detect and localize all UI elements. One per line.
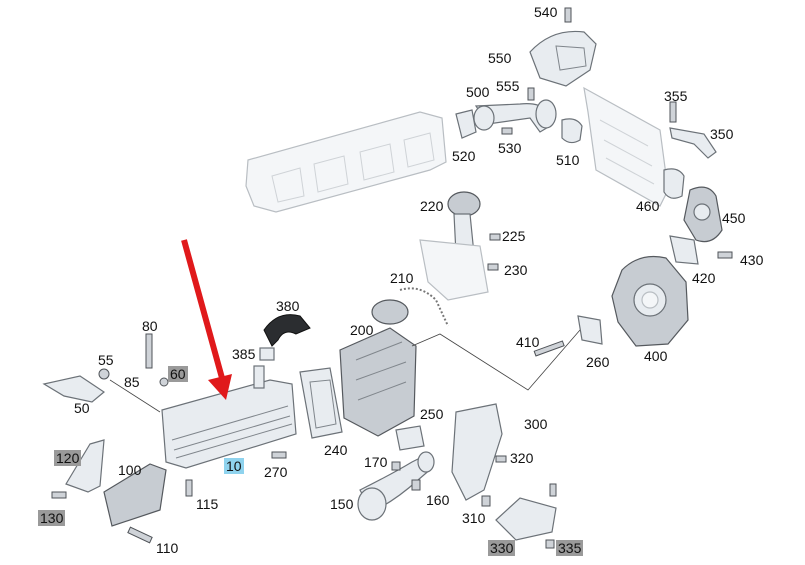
clamp-385 xyxy=(259,347,275,361)
callout-355: 355 xyxy=(664,88,688,104)
bolt-410 xyxy=(533,340,565,357)
callout-500: 500 xyxy=(466,84,490,100)
callout-160: 160 xyxy=(426,492,450,508)
gasket-420 xyxy=(669,235,699,265)
intake-manifold xyxy=(583,86,669,207)
callout-50: 50 xyxy=(74,400,90,416)
callout-555: 555 xyxy=(496,78,520,94)
bolt-230 xyxy=(487,263,499,271)
bolt-430 xyxy=(717,251,733,259)
callout-80: 80 xyxy=(142,318,158,334)
callout-55: 55 xyxy=(98,352,114,368)
bolt-270 xyxy=(271,451,287,459)
bracket-120 xyxy=(65,439,105,493)
callout-230: 230 xyxy=(504,262,528,278)
hose-380 xyxy=(263,314,311,347)
callout-380: 380 xyxy=(276,298,300,314)
callout-250: 250 xyxy=(420,406,444,422)
callout-510: 510 xyxy=(556,152,580,168)
callout-100: 100 xyxy=(118,462,142,478)
connection-line xyxy=(411,329,581,391)
callout-220: 220 xyxy=(420,198,444,214)
callout-320: 320 xyxy=(510,450,534,466)
callout-550: 550 xyxy=(488,50,512,66)
module-200 xyxy=(339,299,417,437)
bolt-225 xyxy=(489,233,501,241)
callout-120: 120 xyxy=(54,450,82,466)
bracket-300 xyxy=(451,403,503,501)
gasket-520 xyxy=(455,109,477,139)
callout-450: 450 xyxy=(722,210,746,226)
callout-110: 110 xyxy=(156,540,179,556)
gasket-260 xyxy=(577,315,603,345)
bolt-340 xyxy=(549,483,557,497)
washer-60 xyxy=(159,377,169,387)
gasket-250 xyxy=(395,425,425,451)
callout-200: 200 xyxy=(350,322,374,338)
bolt-540 xyxy=(564,7,572,23)
gasket-460 xyxy=(663,168,685,199)
bolt-110 xyxy=(127,526,153,544)
pipe-150 xyxy=(357,451,435,521)
bolt-170 xyxy=(391,461,401,471)
callout-240: 240 xyxy=(324,442,348,458)
pipe-500 xyxy=(473,99,557,133)
bracket-100 xyxy=(103,463,167,527)
callout-210: 210 xyxy=(390,270,414,286)
bracket-50 xyxy=(42,375,106,403)
callout-310: 310 xyxy=(462,510,486,526)
callout-225: 225 xyxy=(502,228,526,244)
bolt-130 xyxy=(51,491,67,499)
callout-270: 270 xyxy=(264,464,288,480)
bolt-335 xyxy=(545,539,555,549)
callout-300: 300 xyxy=(524,416,548,432)
callout-85: 85 xyxy=(124,374,140,390)
mounting-bracket xyxy=(419,239,489,301)
callout-150: 150 xyxy=(330,496,354,512)
heat-shield-550 xyxy=(529,30,597,87)
callout-170: 170 xyxy=(364,454,388,470)
bolt-80 xyxy=(145,333,153,369)
red-arrow xyxy=(181,239,232,400)
gasket-510 xyxy=(561,118,583,144)
bolt-115 xyxy=(185,479,193,497)
bolt-555 xyxy=(527,87,535,101)
bolt-355 xyxy=(669,101,677,123)
callout-60: 60 xyxy=(168,366,188,382)
egr-cooler-10 xyxy=(161,365,297,469)
callout-540: 540 xyxy=(534,4,558,20)
exhaust-manifold xyxy=(245,111,447,213)
callout-460: 460 xyxy=(636,198,660,214)
callout-335: 335 xyxy=(556,540,584,556)
bolt-160 xyxy=(411,479,421,491)
bracket-350 xyxy=(669,127,717,159)
bolt-530 xyxy=(501,127,513,135)
bolt-310 xyxy=(481,495,491,507)
heat-shield-330 xyxy=(495,497,557,541)
callout-130: 130 xyxy=(38,510,66,526)
wire-210 xyxy=(399,287,449,327)
callout-260: 260 xyxy=(586,354,610,370)
egr-valve-400 xyxy=(611,255,689,347)
callout-400: 400 xyxy=(644,348,668,364)
connection-line xyxy=(109,379,161,413)
callout-115: 115 xyxy=(196,496,219,512)
nut-55 xyxy=(98,368,110,380)
callout-420: 420 xyxy=(692,270,716,286)
bolt-320 xyxy=(495,455,507,463)
valve-450 xyxy=(683,186,723,243)
callout-530: 530 xyxy=(498,140,522,156)
callout-430: 430 xyxy=(740,252,764,268)
callout-350: 350 xyxy=(710,126,734,142)
callout-10: 10 xyxy=(224,458,244,474)
callout-385: 385 xyxy=(232,346,256,362)
callout-330: 330 xyxy=(488,540,516,556)
callout-410: 410 xyxy=(516,334,540,350)
callout-520: 520 xyxy=(452,148,476,164)
